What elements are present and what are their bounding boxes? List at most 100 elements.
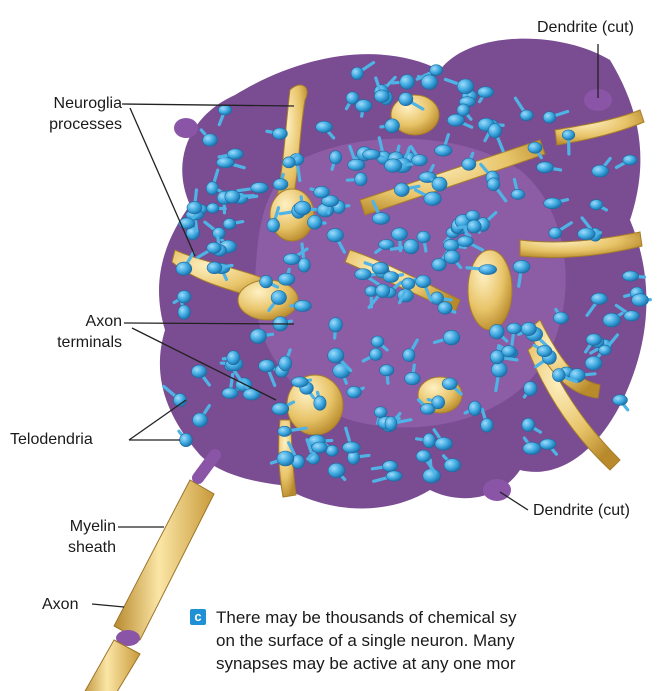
synaptic-knob [355, 173, 367, 186]
synaptic-knob [326, 445, 338, 456]
synaptic-knob [443, 239, 458, 251]
synaptic-knob [316, 121, 333, 132]
synaptic-knob [479, 264, 497, 274]
synaptic-knob [376, 284, 390, 297]
synaptic-knob [442, 378, 457, 390]
synaptic-knob [278, 426, 292, 436]
synaptic-knob [444, 459, 461, 472]
synaptic-knob [191, 365, 206, 378]
synaptic-knob [423, 469, 441, 483]
synaptic-knob [520, 110, 533, 121]
synaptic-knob [562, 130, 575, 140]
synaptic-knob [328, 463, 345, 478]
leader-axon [92, 604, 124, 607]
synaptic-knob [469, 401, 482, 416]
synaptic-knob [363, 149, 380, 159]
synaptic-knob [271, 291, 286, 305]
dendrite-stub-bottom [483, 479, 511, 501]
synaptic-knob [590, 200, 603, 210]
synaptic-knob [277, 451, 294, 466]
synaptic-knob [283, 157, 296, 168]
synaptic-knob [537, 162, 554, 173]
caption-line-3: synapses may be active at any one mor [190, 652, 664, 675]
synaptic-knob [176, 262, 192, 275]
synaptic-knob [348, 159, 365, 170]
synaptic-knob [273, 179, 288, 190]
synaptic-knob [207, 262, 222, 274]
synaptic-knob [382, 461, 397, 472]
synaptic-knob [603, 313, 621, 327]
label-dendrite-bottom: Dendrite (cut) [533, 500, 630, 521]
synaptic-knob [260, 275, 273, 288]
dendrite-stub-left [174, 118, 198, 138]
figure-caption: There may be thousands of chemical sy on… [190, 606, 664, 675]
synaptic-knob [417, 231, 430, 243]
synaptic-knob [623, 155, 637, 165]
synaptic-knob [374, 90, 389, 103]
synaptic-knob [279, 356, 292, 371]
synaptic-knob [513, 260, 530, 273]
synaptic-knob [599, 345, 612, 355]
synaptic-knob [346, 92, 359, 104]
label-axon-terminals-line2: terminals [40, 332, 122, 353]
label-neuroglia-line2: processes [22, 114, 122, 135]
synaptic-knob [291, 377, 308, 387]
synaptic-knob [502, 346, 516, 357]
synaptic-knob [543, 112, 556, 124]
label-dendrite-top: Dendrite (cut) [537, 17, 634, 38]
synaptic-knob [521, 322, 536, 335]
synaptic-knob [549, 227, 562, 238]
synaptic-knob [586, 334, 601, 346]
synaptic-knob [432, 396, 445, 409]
synaptic-knob [372, 213, 389, 225]
synaptic-knob [207, 242, 221, 253]
label-axon-terminals-line1: Axon [40, 311, 122, 332]
synaptic-knob [624, 311, 640, 321]
synaptic-knob [613, 395, 628, 406]
synaptic-knob [399, 93, 413, 106]
label-myelin-sheath: Myelin sheath [42, 516, 116, 558]
synaptic-knob [544, 198, 562, 209]
synaptic-knob [178, 305, 190, 319]
synaptic-knob [384, 159, 401, 172]
synaptic-knob [540, 439, 556, 450]
synaptic-knob [444, 250, 460, 264]
synaptic-knob [522, 418, 535, 431]
synaptic-knob [507, 323, 522, 334]
synaptic-knob [385, 119, 400, 133]
synaptic-knob [267, 218, 280, 232]
synaptic-knob [524, 381, 538, 395]
synaptic-knob [394, 183, 409, 197]
synaptic-knob [307, 215, 322, 229]
synaptic-knob [385, 417, 397, 431]
synaptic-knob [177, 290, 191, 303]
synaptic-knob [250, 329, 266, 344]
synaptic-knob [457, 236, 473, 247]
synaptic-knob [443, 330, 460, 345]
leader-dendrite-bottom [500, 492, 528, 510]
synaptic-knob [187, 201, 202, 214]
synaptic-knob [347, 386, 362, 398]
synaptic-knob [403, 239, 418, 254]
synaptic-knob [218, 105, 231, 115]
synaptic-knob [251, 182, 268, 193]
label-axon: Axon [42, 594, 78, 615]
synaptic-knob [622, 271, 638, 281]
synaptic-knob [511, 189, 525, 199]
synaptic-knob [490, 324, 505, 339]
synaptic-knob [330, 151, 342, 164]
synaptic-knob [457, 79, 473, 94]
myelin-segment-lower [80, 640, 140, 691]
synaptic-knob [421, 75, 437, 90]
synaptic-knob [537, 345, 552, 356]
synaptic-knob [466, 210, 480, 221]
synaptic-knob [272, 403, 289, 415]
label-myelin-line2: sheath [42, 537, 116, 558]
synaptic-knob [403, 349, 415, 362]
synaptic-knob [193, 413, 208, 427]
synaptic-knob [423, 433, 436, 447]
synaptic-knob [528, 142, 542, 153]
synaptic-knob [380, 365, 394, 376]
synaptic-knob [435, 437, 453, 450]
synaptic-knob [283, 254, 300, 265]
